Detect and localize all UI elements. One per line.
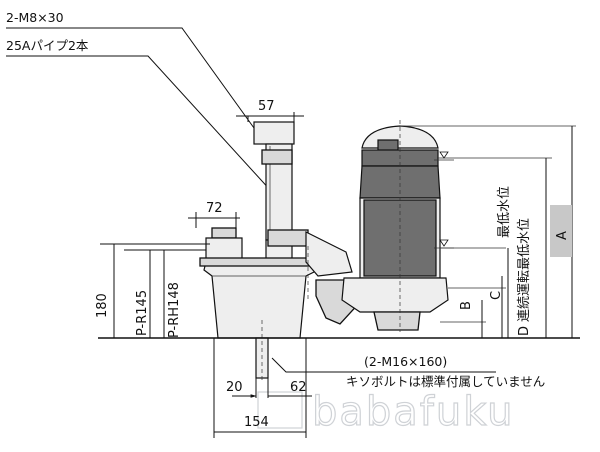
base-top-cap: [211, 227, 237, 239]
pump-unit: [341, 120, 449, 332]
anchor-note-label: キソボルトは標準付属していません: [346, 374, 545, 389]
dim-62: 62: [268, 380, 312, 397]
dim-72-label: 72: [206, 201, 223, 216]
dim-20-label: 20: [226, 380, 243, 395]
pump-strainer: [373, 311, 421, 331]
pump-motor-casing: [363, 199, 437, 277]
high-level-marker: [439, 151, 449, 159]
watermark-logo-box: [257, 391, 303, 429]
dim-b: B: [459, 300, 483, 338]
dim-a-label: A: [555, 231, 570, 240]
dim-d: D 連続運転最低水位: [507, 158, 547, 338]
bolt-note: 2-M8×30: [6, 10, 255, 129]
arm-upper-clamp: [267, 229, 309, 247]
pipe-clamp: [261, 149, 293, 165]
anchor-leader-line: [271, 357, 496, 373]
dim-180-label: 180: [95, 293, 110, 318]
dim-b-label: B: [459, 301, 474, 310]
dim-57-label: 57: [258, 99, 275, 114]
dim-72: 72: [188, 201, 240, 228]
dim-57: 57: [236, 99, 304, 122]
watermark-text: babafuku: [312, 389, 515, 435]
dim-c: C: [489, 276, 504, 338]
dim-d-label: D: [517, 326, 532, 336]
water-level-markers: [400, 125, 576, 323]
pipe-spec-label: 25Aパイプ2本: [6, 38, 89, 53]
dim-c-label: C: [489, 291, 504, 300]
dim-prh148-label: P-RH148: [167, 282, 182, 338]
dim-prh148: P-RH148: [163, 250, 182, 338]
base-body: [203, 261, 319, 339]
pump-volute: [341, 277, 449, 313]
dim-154: 154: [213, 338, 307, 438]
dim-a: A: [550, 126, 573, 338]
dim-a-highlight: [550, 205, 572, 257]
min-level-marker: [439, 239, 449, 247]
bolt-leader-line: [6, 27, 255, 129]
continuous-min-level-label: 連続運転最低水位: [517, 218, 532, 322]
dim-20: 20: [226, 372, 269, 398]
dim-pr145-label: P-R145: [135, 290, 150, 336]
watermark: babafuku: [257, 388, 515, 436]
pipe-top-bracket: [253, 121, 295, 145]
arm-body: [305, 231, 353, 277]
pump-base: [199, 227, 321, 382]
anchor-note: (2-M16×160) キソボルトは標準付属していません: [271, 354, 545, 389]
pipe-note: 25Aパイプ2本: [6, 38, 273, 193]
dim-62-label: 62: [290, 380, 307, 395]
bolt-spec-label: 2-M8×30: [6, 10, 64, 25]
min-level-label: 最低水位: [497, 186, 512, 238]
pipe-leader-line: [6, 55, 273, 193]
dim-180: 180: [95, 243, 210, 338]
dim-pr145: P-R145: [124, 249, 206, 338]
base-flange: [199, 257, 321, 267]
min-level-label-group: 最低水位: [497, 186, 512, 238]
anchor-spec-label: (2-M16×160): [364, 354, 447, 369]
dim-154-label: 154: [244, 415, 269, 430]
